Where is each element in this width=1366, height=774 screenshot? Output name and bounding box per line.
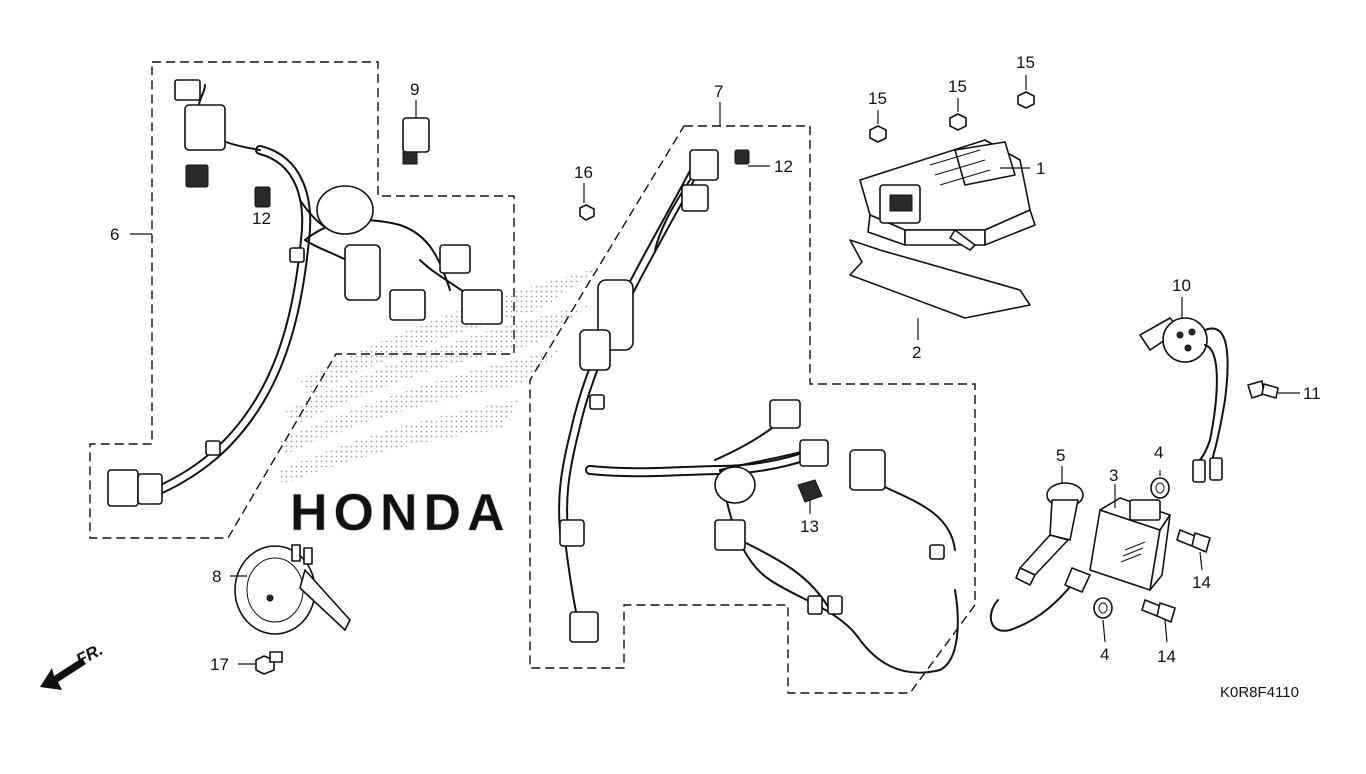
callout-1: 1	[1036, 159, 1045, 178]
bank-angle-sensor-10	[1139, 317, 1229, 483]
callout-7: 7	[714, 82, 723, 101]
horn-8	[234, 544, 351, 635]
ecu-gasket-2	[849, 239, 1031, 319]
ignition-coil-3	[989, 497, 1171, 632]
callout-13: 13	[800, 517, 819, 536]
callout-15-middle: 15	[948, 77, 967, 96]
front-arrow: FR.	[40, 640, 106, 690]
spark-plug-cap-5	[1015, 482, 1084, 586]
callout-5: 5	[1056, 446, 1065, 465]
callout-10: 10	[1172, 276, 1191, 295]
callout-3: 3	[1109, 466, 1118, 485]
callout-15-left: 15	[868, 89, 887, 108]
callout-12-left: 12	[252, 209, 271, 228]
callout-16: 16	[574, 163, 593, 182]
callout-14-upper: 14	[1192, 573, 1211, 592]
callout-12-right: 12	[774, 157, 793, 176]
ecu-unit-1	[859, 139, 1036, 251]
relay-9	[402, 117, 430, 165]
nut-15	[869, 91, 1035, 143]
harness-6-outline	[89, 61, 515, 539]
callout-17: 17	[210, 655, 229, 674]
callout-15-right: 15	[1016, 53, 1035, 72]
washer-nut-4	[1093, 477, 1170, 619]
bolt-14	[1141, 529, 1211, 623]
clip-13	[797, 479, 823, 503]
screw-11	[1247, 380, 1279, 399]
bolt-16	[579, 204, 595, 221]
main-harness-7	[558, 149, 959, 674]
sub-harness-6	[107, 79, 503, 507]
honda-wing-watermark: HONDA	[280, 268, 600, 542]
callout-2: 2	[912, 343, 921, 362]
callout-11: 11	[1303, 384, 1321, 403]
callout-4-lower: 4	[1100, 645, 1109, 664]
honda-watermark-text: HONDA	[290, 484, 511, 542]
bolt-17	[255, 651, 283, 675]
callout-6: 6	[110, 225, 119, 244]
callout-8: 8	[212, 567, 221, 586]
leader-lines	[130, 75, 1300, 665]
callout-labels: 1 2 3 4 4 5 6 7 8 9 10 11 12 12 13 14 14…	[110, 53, 1321, 674]
harness-7-outline	[529, 125, 976, 694]
callout-4-upper: 4	[1154, 443, 1163, 462]
callout-9: 9	[410, 80, 419, 99]
callout-14-lower: 14	[1157, 647, 1176, 666]
diagram-part-code: K0R8F4110	[1220, 684, 1299, 701]
clip-12	[254, 149, 750, 208]
